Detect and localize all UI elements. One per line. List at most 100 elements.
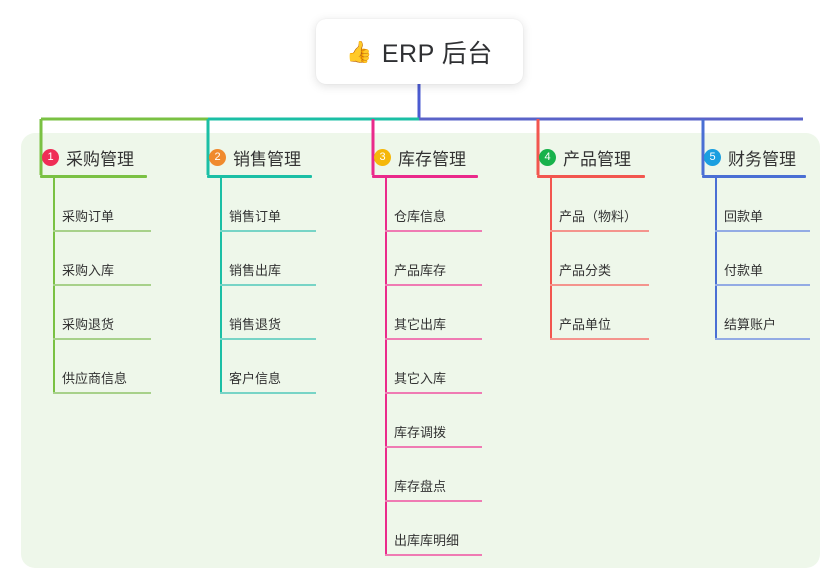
submodule-item[interactable]: 采购入库 [40,232,151,286]
submodule-label: 其它出库 [394,317,447,332]
module-header-3[interactable]: 3 库存管理 [372,145,478,169]
submodule-list: 产品（物料） 产品分类产品单位 [537,178,649,340]
submodule-stem-line [53,340,55,394]
submodule-label: 客户信息 [229,371,282,386]
submodule-item[interactable]: 供应商信息 [40,340,151,394]
submodule-underline [550,338,649,340]
submodule-stem-line [385,502,387,556]
submodule-stem-line [385,394,387,448]
submodule-stem-line [220,178,222,232]
submodule-list: 销售订单销售出库销售退货客户信息 [207,178,316,394]
submodule-label: 产品分类 [559,263,612,278]
submodule-item[interactable]: 产品单位 [537,286,649,340]
submodule-item[interactable]: 产品（物料） [537,178,649,232]
submodule-underline [550,230,649,232]
submodule-stem-line [385,448,387,502]
module-column-3: 3 库存管理仓库信息产品库存其它出库其它入库库存调拨库存盘点出库库明细 [372,145,482,556]
modules-panel [21,133,820,568]
module-number-badge: 4 [539,148,556,166]
submodule-stem-line [715,178,717,232]
submodule-stem-line [385,178,387,232]
submodule-stem-line [385,232,387,286]
submodule-stem-line [53,232,55,286]
module-number-badge: 2 [209,148,226,166]
submodule-stem-line [220,232,222,286]
submodule-underline [385,500,482,502]
submodule-underline [385,338,482,340]
module-title: 采购管理 [66,149,134,169]
submodule-item[interactable]: 客户信息 [207,340,316,394]
submodule-label: 仓库信息 [394,209,447,224]
submodule-label: 采购入库 [62,263,115,278]
submodule-underline [715,284,810,286]
submodule-stem-line [550,178,552,232]
module-underline [207,175,312,178]
submodule-item[interactable]: 销售订单 [207,178,316,232]
submodule-label: 其它入库 [394,371,447,386]
submodule-item[interactable]: 采购退货 [40,286,151,340]
submodule-underline [220,392,316,394]
submodule-label: 结算账户 [724,317,777,332]
submodule-item[interactable]: 产品库存 [372,232,482,286]
submodule-stem-line [715,286,717,340]
submodule-label: 销售退货 [229,317,282,332]
module-number-badge: 5 [704,148,721,166]
submodule-item[interactable]: 付款单 [702,232,810,286]
submodule-list: 采购订单采购入库采购退货供应商信息 [40,178,151,394]
submodule-underline [220,230,316,232]
module-number-badge: 3 [374,148,391,166]
submodule-underline [53,338,151,340]
submodule-item[interactable]: 库存盘点 [372,448,482,502]
submodule-label: 产品单位 [559,317,612,332]
submodule-underline [715,230,810,232]
submodule-list: 回款单付款单结算账户 [702,178,810,340]
submodule-underline [385,284,482,286]
module-underline [702,175,806,178]
submodule-underline [53,284,151,286]
submodule-stem-line [550,232,552,286]
submodule-label: 销售订单 [229,209,282,224]
submodule-underline [550,284,649,286]
submodule-underline [53,230,151,232]
submodule-label: 销售出库 [229,263,282,278]
submodule-item[interactable]: 回款单 [702,178,810,232]
submodule-item[interactable]: 采购订单 [40,178,151,232]
module-title: 财务管理 [728,149,796,169]
module-header-5[interactable]: 5 财务管理 [702,145,806,169]
module-column-2: 2 销售管理销售订单销售出库销售退货客户信息 [207,145,316,394]
submodule-stem-line [53,178,55,232]
submodule-underline [220,284,316,286]
submodule-stem-line [715,232,717,286]
submodule-label: 库存盘点 [394,479,447,494]
submodule-item[interactable]: 产品分类 [537,232,649,286]
module-underline [537,175,645,178]
thumbs-up-icon: 👍 [346,41,373,64]
submodule-item[interactable]: 库存调拨 [372,394,482,448]
submodule-stem-line [53,286,55,340]
submodule-item[interactable]: 结算账户 [702,286,810,340]
submodule-underline [53,392,151,394]
submodule-item[interactable]: 仓库信息 [372,178,482,232]
submodule-label: 产品（物料） [559,209,638,224]
submodule-stem-line [220,286,222,340]
submodule-underline [385,230,482,232]
submodule-stem-line [550,286,552,340]
module-title: 库存管理 [398,149,466,169]
module-header-2[interactable]: 2 销售管理 [207,145,312,169]
submodule-item[interactable]: 其它入库 [372,340,482,394]
submodule-item[interactable]: 销售退货 [207,286,316,340]
submodule-list: 仓库信息产品库存其它出库其它入库库存调拨库存盘点出库库明细 [372,178,482,556]
submodule-item[interactable]: 其它出库 [372,286,482,340]
submodule-underline [715,338,810,340]
submodule-label: 供应商信息 [62,371,128,386]
submodule-item[interactable]: 出库库明细 [372,502,482,556]
submodule-label: 产品库存 [394,263,447,278]
root-node-erp[interactable]: 👍 ERP 后台 [316,19,523,84]
submodule-stem-line [220,340,222,394]
module-title: 销售管理 [233,149,301,169]
submodule-item[interactable]: 销售出库 [207,232,316,286]
